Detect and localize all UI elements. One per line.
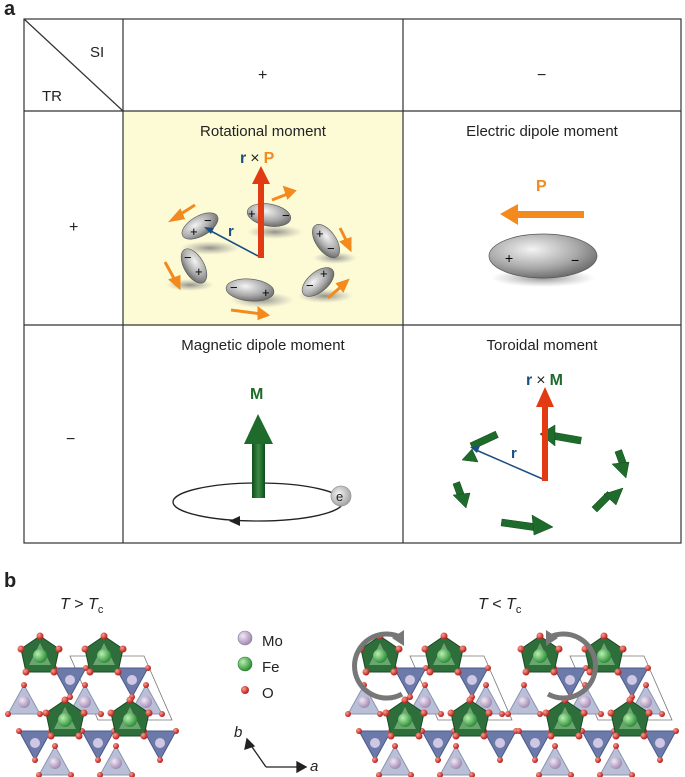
magnetic-dipole-illustration [172,414,352,526]
ellipsoid: −+ [180,248,208,284]
toroidal-vector-label: r×M [526,372,563,389]
crystal-low-temp-2 [505,633,679,777]
magnetic-title: Magnetic dipole moment [181,337,345,354]
corner-si-label: SI [90,44,105,61]
svg-text:−: − [230,280,238,295]
rotational-vector-label: r×P [240,150,275,167]
legend-fe-dot [237,656,253,672]
ellipsoid: +− [181,212,219,240]
svg-text:+: + [262,285,270,300]
col-header-minus: − [537,67,547,84]
svg-text:−: − [327,241,335,256]
svg-text:−: − [282,208,290,223]
rotational-title: Rotational moment [200,123,326,140]
axis-b-label: b [234,724,243,741]
toroidal-r-label: r [511,445,517,462]
corner-tr-label: TR [42,88,62,105]
electron-label: e [336,489,343,504]
svg-text:+: + [190,224,198,239]
svg-text:+: + [320,266,328,281]
electric-title: Electric dipole moment [466,123,618,140]
panel-a-letter: a [4,0,16,20]
electric-dipole-illustration: + − [488,204,598,287]
temp-label-low: T < Tc [478,596,522,617]
ellipsoid: −+ [301,266,335,297]
panel-a-table: +− +− +− −+ −+ −+ [23,18,682,544]
toroidal-moment-illustration [452,387,630,536]
ellipsoid: +− [312,224,340,258]
crystal-low-temp-1 [345,633,519,777]
crystal-high-temp [5,633,179,777]
svg-text:+: + [505,250,513,266]
row-header-plus: + [69,219,79,236]
temp-label-high: T > Tc [60,596,104,617]
rotation-arrow-ccw [352,631,404,701]
magnetic-M-label: M [250,386,263,403]
svg-text:−: − [204,213,212,228]
legend-o-dot [241,686,249,694]
legend-mo: Mo [262,633,283,650]
electric-P-label: P [536,178,547,195]
svg-text:+: + [316,226,324,241]
legend-fe: Fe [262,659,280,676]
legend-mo-dot [237,630,253,646]
ellipsoid: −+ [225,278,275,302]
svg-text:+: + [248,206,256,221]
rotational-r-label: r [228,223,234,240]
svg-text:+: + [195,264,203,279]
panel-b-letter: b [4,570,17,592]
rotational-moment-illustration: +− +− +− −+ −+ −+ [163,166,357,321]
axis-a-label: a [310,758,319,775]
velocity-arrows [163,185,352,321]
svg-text:−: − [571,252,579,268]
col-header-plus: + [258,67,268,84]
svg-text:−: − [306,278,314,293]
legend-o: O [262,685,274,702]
svg-text:−: − [184,250,192,265]
toroidal-title: Toroidal moment [486,337,598,354]
axes-icon [244,737,308,774]
row-header-minus: − [66,431,76,448]
rotation-arrow-cw [546,631,598,701]
legend: Mo Fe O [262,629,283,707]
table-grid [23,18,682,544]
